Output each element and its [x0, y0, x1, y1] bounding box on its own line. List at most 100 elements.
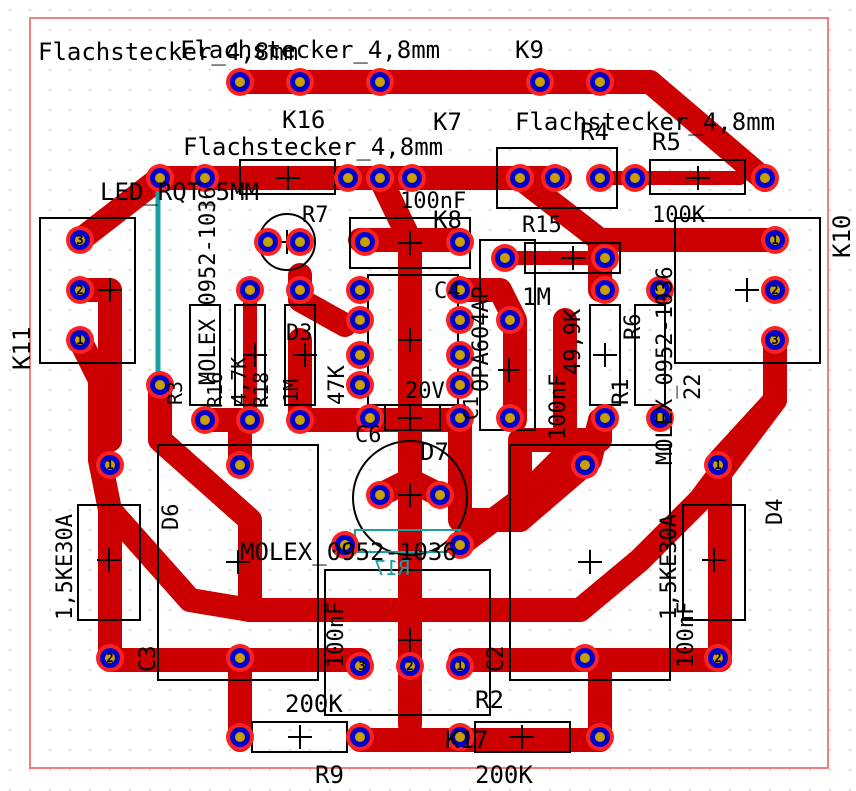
pad — [346, 276, 374, 304]
pad — [66, 276, 94, 304]
pad — [398, 164, 426, 192]
label-d3: D3 — [286, 321, 313, 346]
label-k17: K17 — [445, 726, 488, 754]
pad — [366, 481, 394, 509]
pad — [226, 644, 254, 672]
pad — [331, 531, 359, 559]
pad-number: 3 — [76, 233, 83, 247]
label-200k-b: 200K — [475, 761, 533, 789]
label-1-5ke-right: 1,5KE30A — [657, 514, 682, 620]
pad — [346, 652, 374, 680]
pad — [346, 723, 374, 751]
pad — [366, 68, 394, 96]
pad — [761, 276, 789, 304]
pad — [346, 306, 374, 334]
label-100nf-left: 100nF — [324, 602, 349, 668]
label-k8: K8 — [433, 206, 462, 234]
pad — [254, 228, 282, 256]
pad — [146, 164, 174, 192]
board-outline — [29, 17, 829, 769]
pad-number: 2 — [106, 651, 113, 665]
pad — [591, 244, 619, 272]
pad — [446, 341, 474, 369]
pad — [591, 404, 619, 432]
pad — [226, 723, 254, 751]
label-flachstecker-4: Flachstecker_4,8mm — [183, 133, 443, 161]
pad — [526, 68, 554, 96]
label-opa: OPA604AP — [469, 286, 494, 392]
pad — [446, 723, 474, 751]
label-d6: D6 — [159, 504, 184, 531]
label-d7: D7 — [420, 438, 449, 466]
label-c4: C4 — [434, 279, 461, 304]
label-100nf-top: 100nF — [400, 189, 466, 214]
pad — [334, 164, 362, 192]
label-k7: K7 — [433, 108, 462, 136]
label-r1: R1 — [609, 379, 634, 406]
label-499k: 49,9K — [561, 308, 586, 375]
pad — [491, 244, 519, 272]
pad — [346, 371, 374, 399]
pad — [66, 326, 94, 354]
label-4-7k: 4,7K — [227, 357, 251, 405]
pad — [286, 406, 314, 434]
pad — [226, 68, 254, 96]
pad — [226, 451, 254, 479]
pad-number: 2 — [76, 283, 83, 297]
label-molex-right: MOLEX_0952-1036 — [653, 266, 678, 465]
pad — [751, 164, 779, 192]
pad-number: 2 — [771, 283, 778, 297]
pad-number: 2 — [714, 651, 721, 665]
pad — [446, 276, 474, 304]
pad — [191, 164, 219, 192]
pad-layer — [66, 68, 789, 751]
label-r7: R7 — [302, 203, 329, 228]
label-r5: R5 — [652, 128, 681, 156]
pad — [446, 228, 474, 256]
label-1m-a: 1M — [522, 283, 551, 311]
pad — [646, 404, 674, 432]
pad — [146, 371, 174, 399]
pad — [446, 371, 474, 399]
label-r4: R4 — [580, 118, 609, 146]
pad — [446, 531, 474, 559]
pad — [571, 451, 599, 479]
pad — [586, 723, 614, 751]
pad-numbers: 3 2 1 1 2 3 3 2 1 1 2 1 2 — [76, 233, 778, 673]
pad — [346, 341, 374, 369]
pad — [236, 276, 264, 304]
label-r6: R6 — [621, 314, 646, 341]
label-47k: 47K — [325, 365, 350, 405]
label-r3: R3 — [163, 381, 187, 405]
pad — [351, 228, 379, 256]
pad — [396, 652, 424, 680]
label-22: 22 — [681, 374, 706, 401]
pad — [446, 404, 474, 432]
pad — [621, 164, 649, 192]
label-r16: R16 — [203, 372, 227, 408]
pad-number: 1 — [76, 333, 83, 347]
label-c6: C6 — [355, 423, 382, 448]
pad — [446, 306, 474, 334]
label-flachstecker-1: Flachstecker_4,8mm — [38, 38, 298, 66]
label-c3: C3 — [136, 646, 161, 673]
label-r18: R18 — [249, 372, 273, 408]
pad-number: 1 — [456, 659, 463, 673]
silkscreen-labels: Flachstecker_4,8mm Flachstecker_4,8mm K9… — [8, 36, 856, 789]
label-led: LED_RQT_5MM — [100, 178, 259, 206]
label-molex-left: MOLEX_0952-1036 — [196, 186, 221, 385]
label-200k-a: 200K — [285, 690, 343, 718]
pad — [761, 326, 789, 354]
pad — [586, 164, 614, 192]
label-20v: 20V — [405, 379, 445, 404]
label-flachstecker-2: Flachstecker_4,8mm — [180, 36, 440, 64]
label-100k: 100K — [652, 203, 706, 228]
label-c2: C2 — [484, 646, 509, 673]
pad — [191, 406, 219, 434]
pad — [356, 404, 384, 432]
pad — [96, 451, 124, 479]
pad — [646, 276, 674, 304]
pad — [236, 406, 264, 434]
pad — [704, 451, 732, 479]
